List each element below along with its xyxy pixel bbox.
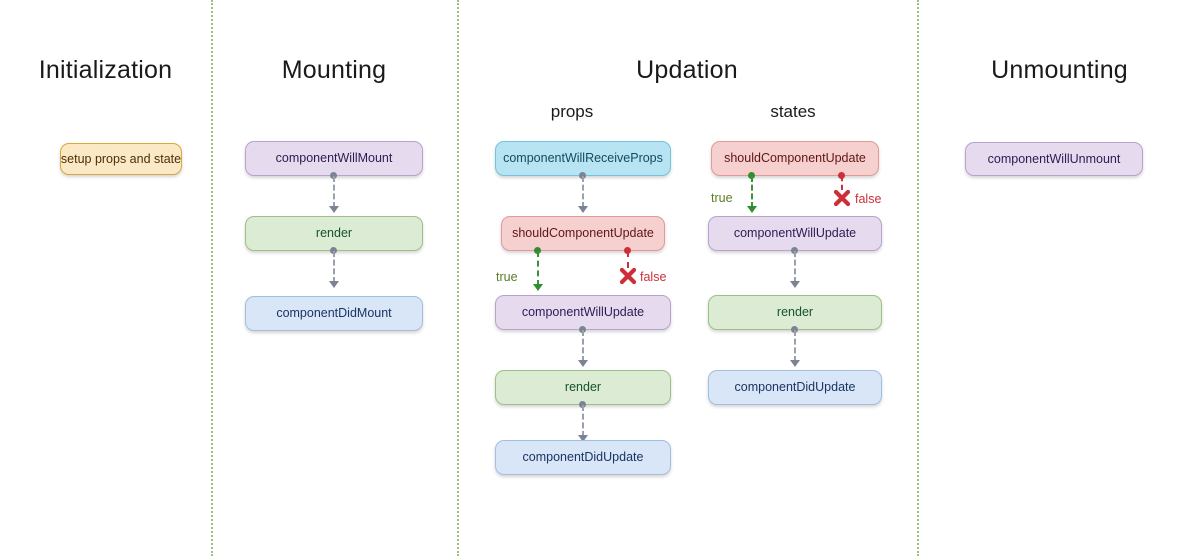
branch-label-props-true: true — [496, 270, 518, 284]
connector-arrow-states-2 — [790, 360, 800, 367]
node-mounting-render[interactable]: render — [245, 216, 423, 251]
subsection-title-states: states — [770, 102, 816, 121]
connector-dot-props-1 — [579, 172, 586, 179]
section-title-mounting: Mounting — [281, 56, 387, 84]
connector-line-mounting-2 — [333, 251, 335, 283]
connector-dot-props-3 — [579, 401, 586, 408]
branch-dot-props-true — [534, 247, 541, 254]
node-component-will-receive-props[interactable]: componentWillReceiveProps — [495, 141, 671, 176]
branch-arrow-props-true — [533, 284, 543, 291]
connector-line-states-1 — [794, 251, 796, 283]
node-component-did-mount[interactable]: componentDidMount — [245, 296, 423, 331]
connector-arrow-mounting-1 — [329, 206, 339, 213]
branch-line-props-true — [537, 251, 539, 286]
node-props-component-did-update[interactable]: componentDidUpdate — [495, 440, 671, 475]
node-component-will-unmount[interactable]: componentWillUnmount — [965, 142, 1143, 176]
section-title-updation: Updation — [636, 56, 738, 84]
connector-arrow-props-2 — [578, 360, 588, 367]
branch-dot-states-true — [748, 172, 755, 179]
branch-arrow-states-true — [747, 206, 757, 213]
node-setup-props-and-state[interactable]: setup props and state — [60, 143, 182, 175]
branch-label-states-true: true — [711, 191, 733, 205]
node-states-component-did-update[interactable]: componentDidUpdate — [708, 370, 882, 405]
node-component-will-mount[interactable]: componentWillMount — [245, 141, 423, 176]
connector-arrow-mounting-2 — [329, 281, 339, 288]
connector-line-props-2 — [582, 330, 584, 362]
connector-dot-mounting-2 — [330, 247, 337, 254]
connector-arrow-props-1 — [578, 206, 588, 213]
node-states-should-component-update[interactable]: shouldComponentUpdate — [711, 141, 879, 176]
node-props-component-will-update[interactable]: componentWillUpdate — [495, 295, 671, 330]
section-title-unmounting: Unmounting — [991, 56, 1128, 84]
divider-initialization-mounting — [211, 0, 213, 556]
connector-arrow-states-1 — [790, 281, 800, 288]
connector-line-props-3 — [582, 405, 584, 437]
branch-dot-states-false — [838, 172, 845, 179]
connector-arrow-props-3 — [578, 435, 588, 442]
branch-label-states-false: false — [855, 192, 882, 206]
subsection-title-props: props — [550, 102, 594, 121]
connector-dot-mounting-1 — [330, 172, 337, 179]
branch-label-props-false: false — [640, 270, 667, 284]
connector-line-props-1 — [582, 176, 584, 208]
section-title-initialization: Initialization — [38, 56, 173, 84]
connector-line-states-2 — [794, 330, 796, 362]
connector-dot-states-1 — [791, 247, 798, 254]
node-states-component-will-update[interactable]: componentWillUpdate — [708, 216, 882, 251]
cross-icon-props-false — [619, 267, 637, 285]
branch-dot-props-false — [624, 247, 631, 254]
connector-dot-props-2 — [579, 326, 586, 333]
node-states-render[interactable]: render — [708, 295, 882, 330]
node-props-render[interactable]: render — [495, 370, 671, 405]
branch-line-props-false — [627, 251, 629, 268]
cross-icon-states-false — [833, 189, 851, 207]
connector-dot-states-2 — [791, 326, 798, 333]
divider-updation-unmounting — [917, 0, 919, 556]
connector-line-mounting-1 — [333, 176, 335, 208]
node-props-should-component-update[interactable]: shouldComponentUpdate — [501, 216, 665, 251]
branch-line-states-false — [841, 176, 843, 190]
branch-line-states-true — [751, 176, 753, 208]
divider-mounting-updation — [457, 0, 459, 556]
